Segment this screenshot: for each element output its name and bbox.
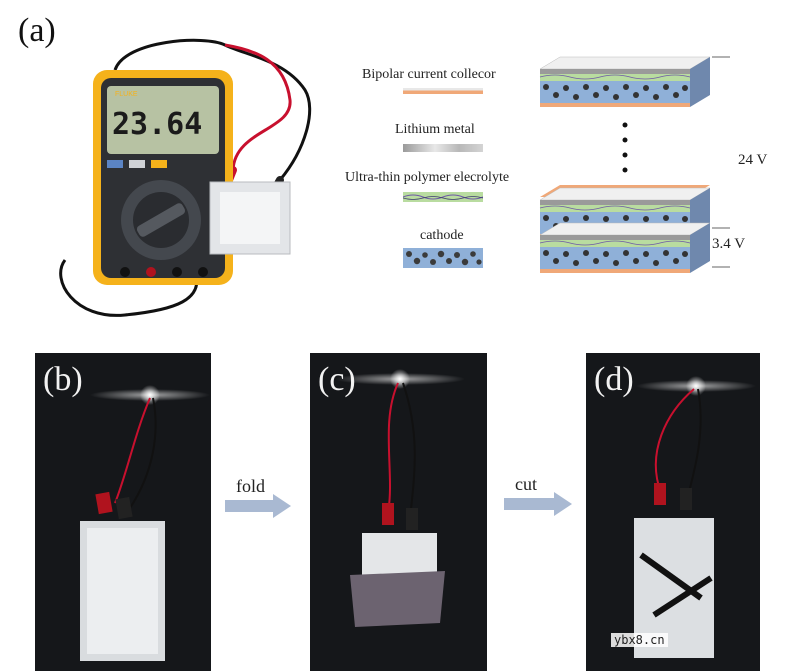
battery-stack-diagram (539, 56, 730, 274)
legend-bipolar-label: Bipolar current collecor (362, 67, 496, 82)
panel-label-b: (b) (43, 361, 83, 398)
pouch-cell-folded (335, 369, 465, 627)
panel-label-a: (a) (18, 12, 56, 49)
fold-arrow (225, 494, 291, 518)
legend-electrolyte-label: Ultra-thin polymer elecrolyte (345, 170, 510, 185)
photo-panel-d: (d) (586, 353, 760, 671)
photo-panel-c: (c) (310, 353, 487, 671)
photo-panel-b: (b) (35, 353, 211, 671)
legend-bipolar-swatch (403, 88, 483, 94)
legend-lithium-swatch (403, 144, 483, 152)
legend-electrolyte-swatch (403, 192, 483, 202)
pouch-cell-unfolded (80, 385, 210, 661)
panel-label-d: (d) (594, 361, 634, 398)
voltage-total-label: 24 V (738, 152, 768, 168)
multimeter-photo: 23.64 FLUKE (59, 38, 312, 317)
fold-label: fold (236, 476, 265, 496)
legend-cathode-label: cathode (420, 228, 464, 243)
legend-lithium-label: Lithium metal (395, 122, 475, 137)
legend-cathode-swatch (403, 248, 483, 268)
cut-label: cut (515, 474, 537, 494)
pouch-cell-cut (634, 376, 756, 658)
voltage-single-label: 3.4 V (712, 236, 746, 252)
cut-arrow (504, 492, 572, 516)
multimeter-reading: 23.64 (112, 107, 202, 142)
watermark-text: ybx8.cn (611, 633, 668, 647)
multimeter-brand: FLUKE (115, 91, 138, 98)
